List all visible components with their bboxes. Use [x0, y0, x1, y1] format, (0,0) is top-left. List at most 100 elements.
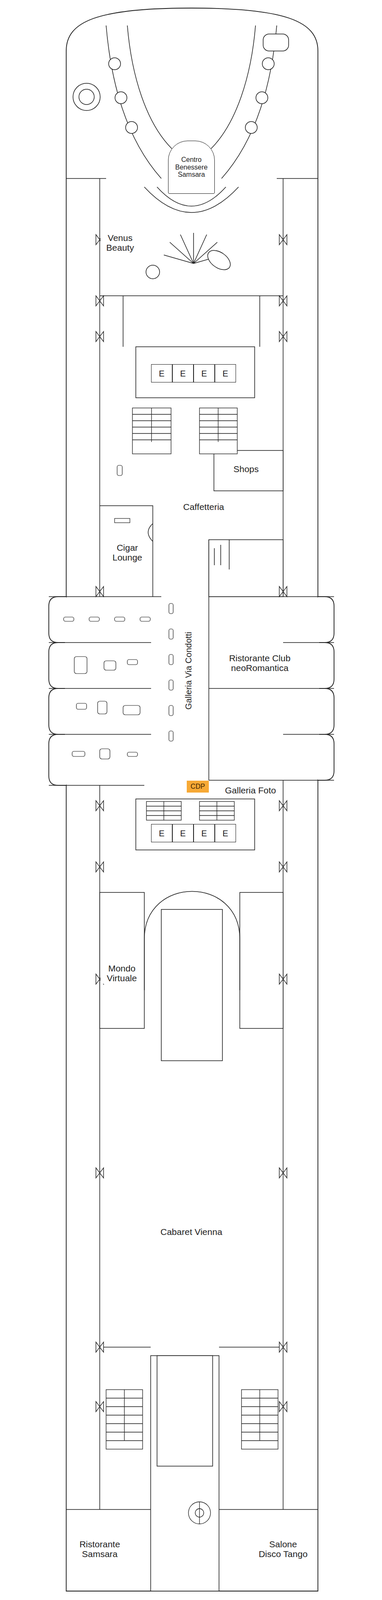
- door-symbol: [95, 799, 104, 810]
- hull: [48, 641, 67, 688]
- stairs: [241, 1387, 279, 1439]
- spa-outline: [73, 83, 101, 111]
- spa-room: Centro Benessere Samsara: [168, 140, 215, 194]
- door-symbol: [95, 585, 104, 596]
- spa-outline: [204, 246, 234, 274]
- spa-outline: [115, 91, 127, 104]
- furniture: [114, 517, 130, 523]
- furniture: [168, 653, 174, 664]
- room-label: Caffetteria: [182, 500, 226, 512]
- room: [214, 539, 230, 569]
- hull: [317, 595, 335, 642]
- room-name: E: [221, 827, 230, 838]
- hull: [317, 687, 335, 734]
- room-name: E: [178, 827, 187, 838]
- furniture: [103, 660, 116, 670]
- furniture: [99, 747, 110, 759]
- spa-outline: [108, 57, 121, 70]
- elevator-box: E: [172, 363, 194, 382]
- furniture: [168, 679, 174, 690]
- furniture: [140, 616, 151, 621]
- room-label: Venus Beauty: [100, 232, 140, 253]
- door-symbol: [279, 972, 287, 984]
- stairs: [241, 1387, 279, 1448]
- furniture: [168, 628, 174, 639]
- hull: [66, 8, 318, 1590]
- spa-outline: [262, 57, 275, 70]
- room-label: Shops: [232, 463, 261, 475]
- room-name: CDP: [189, 781, 207, 790]
- room-name: E: [199, 368, 208, 378]
- furniture: [168, 704, 174, 715]
- door-symbol: [95, 331, 104, 342]
- stairs: [132, 407, 172, 454]
- hull: [48, 733, 67, 785]
- door-symbol: [279, 331, 287, 342]
- elevator-box: E: [214, 363, 236, 382]
- stairs: [199, 800, 235, 820]
- stairs: [106, 1387, 143, 1439]
- elevator-box: E: [193, 363, 215, 382]
- hull: [317, 641, 335, 688]
- elevator-box: E: [193, 822, 215, 842]
- door-symbol: [95, 860, 104, 871]
- door-symbol: [279, 1399, 287, 1411]
- door-symbol: [279, 234, 287, 245]
- wall: [48, 178, 335, 1508]
- furniture: [63, 616, 74, 621]
- spa-outline: [245, 121, 258, 134]
- furniture: [76, 702, 87, 709]
- door-symbol: [279, 799, 287, 810]
- room-label: Cabaret Vienna: [159, 1224, 224, 1236]
- spa-outline: [146, 264, 160, 279]
- door-symbol: [279, 860, 287, 871]
- furniture: [127, 658, 138, 664]
- room-name: E: [221, 368, 230, 378]
- room-label: Galleria Foto: [223, 783, 278, 795]
- stairs: [132, 407, 172, 442]
- room-label: Ristorante Club neoRomantica: [214, 651, 306, 673]
- room-label: Salone Disco Tango: [257, 1536, 309, 1558]
- room: [99, 346, 284, 1590]
- hull: [64, 596, 68, 784]
- room: [161, 908, 223, 1060]
- highlight-tag: CDP: [186, 779, 209, 792]
- furniture: [72, 750, 85, 756]
- stairs: [106, 1387, 143, 1448]
- wall: [208, 539, 335, 780]
- wall: [99, 178, 284, 1508]
- stairs: [199, 800, 235, 820]
- stairs: [188, 1499, 211, 1523]
- spa-outline: [78, 89, 95, 105]
- furniture: [74, 655, 88, 673]
- room-label: Galleria Via Condotti: [183, 629, 194, 711]
- stairs: [199, 407, 238, 442]
- furniture: [168, 602, 174, 613]
- furniture: [63, 464, 174, 759]
- room: [135, 797, 255, 849]
- hull: [48, 687, 67, 734]
- stairs: [146, 800, 182, 820]
- furniture: [127, 751, 138, 756]
- elevator-box: E: [151, 363, 173, 382]
- furniture: [97, 700, 107, 714]
- room-name: E: [157, 827, 166, 838]
- room-name: Centro Benessere Samsara: [168, 155, 215, 179]
- furniture: [114, 616, 125, 621]
- room: [239, 891, 284, 1028]
- room-label: Mondo Virtuale: [100, 961, 144, 983]
- room: [157, 1353, 213, 1465]
- spa-outline: [263, 33, 289, 51]
- room: [99, 891, 145, 1028]
- spa-outline: [125, 121, 138, 134]
- room-name: E: [157, 368, 166, 378]
- furniture: [89, 616, 100, 621]
- room-name: E: [178, 368, 187, 378]
- door-symbol: [95, 1340, 104, 1351]
- room: [208, 539, 284, 596]
- room-label: Ristorante Samsara: [74, 1536, 125, 1558]
- door-symbol: [95, 295, 104, 306]
